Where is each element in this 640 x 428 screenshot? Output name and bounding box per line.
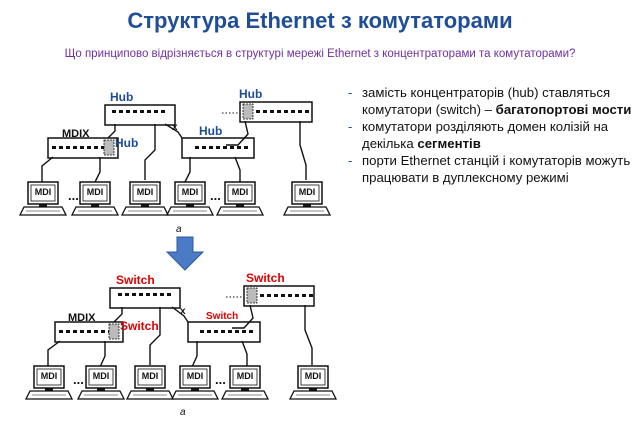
top-pc-label: MDI [299, 187, 316, 197]
slide-subtitle: Що принципово відрізняється в структурі … [64, 48, 576, 60]
bottom-middle-switch-label: Switch [206, 311, 238, 322]
bottom-root-switch-label: Switch [116, 273, 155, 287]
top-right-hub [222, 101, 313, 123]
bullet-item: -замість концентраторів (hub) ставляться… [348, 85, 632, 117]
top-root-hub [104, 104, 176, 126]
bottom-pc-label: MDI [305, 371, 322, 381]
bottom-left-switch [54, 321, 124, 343]
top-ellipsis-left: ... [68, 188, 79, 203]
slide-title: Структура Ethernet з комутаторами [127, 8, 513, 33]
bottom-pc-label: MDI [93, 371, 110, 381]
top-pc-label: MDI [232, 187, 249, 197]
bottom-ellipsis-right: ... [215, 372, 226, 387]
top-pc-label: MDI [35, 187, 52, 197]
top-left-hub-label: Hub [115, 136, 138, 150]
bottom-crossover-label: x [180, 306, 186, 317]
bottom-mdix-label: MDIX [68, 312, 96, 324]
top-crossover-label: x [172, 122, 178, 133]
top-right-hub-label: Hub [239, 87, 262, 101]
bottom-right-switch [226, 285, 315, 307]
top-mdix-label: MDIX [62, 128, 90, 140]
bottom-pc-label: MDI [142, 371, 159, 381]
bottom-ellipsis-left: ... [73, 372, 84, 387]
top-computers [19, 181, 331, 216]
bottom-root-switch [109, 287, 181, 309]
bottom-left-switch-label: Switch [120, 319, 159, 333]
down-arrow-icon [165, 236, 205, 271]
top-middle-hub [181, 137, 255, 159]
bullet-item: -порти Ethernet станцій і комутаторів мо… [348, 153, 631, 185]
bottom-right-switch-label: Switch [246, 271, 285, 285]
bullet-list: -замість концентраторів (hub) ставляться… [348, 84, 633, 186]
bullet-item: -комутатори розділяють домен колізій на … [348, 119, 609, 151]
bottom-middle-switch [187, 321, 261, 343]
bottom-pc-label: MDI [187, 371, 204, 381]
top-root-hub-label: Hub [110, 90, 133, 104]
bottom-cables [47, 304, 313, 368]
bottom-pc-label: MDI [237, 371, 254, 381]
top-hub-diagram: MDI MDI MDI MDI MDI MDI ... ... Hub Hub … [19, 87, 331, 235]
network-diagram: MDI MDI MDI MDI MDI MDI ... ... Hub Hub … [19, 87, 337, 418]
top-pc-label: MDI [137, 187, 154, 197]
top-left-hub [47, 137, 119, 159]
top-pc-label: MDI [87, 187, 104, 197]
top-caption: a [176, 224, 182, 235]
top-cables [41, 120, 307, 183]
bottom-caption: a [180, 407, 186, 418]
top-middle-hub-label: Hub [199, 124, 222, 138]
top-ellipsis-right: ... [210, 188, 221, 203]
top-pc-label: MDI [182, 187, 199, 197]
bottom-pc-label: MDI [41, 371, 58, 381]
bottom-switch-diagram: MDI MDI MDI MDI MDI MDI ... ... Switch S… [25, 271, 337, 418]
